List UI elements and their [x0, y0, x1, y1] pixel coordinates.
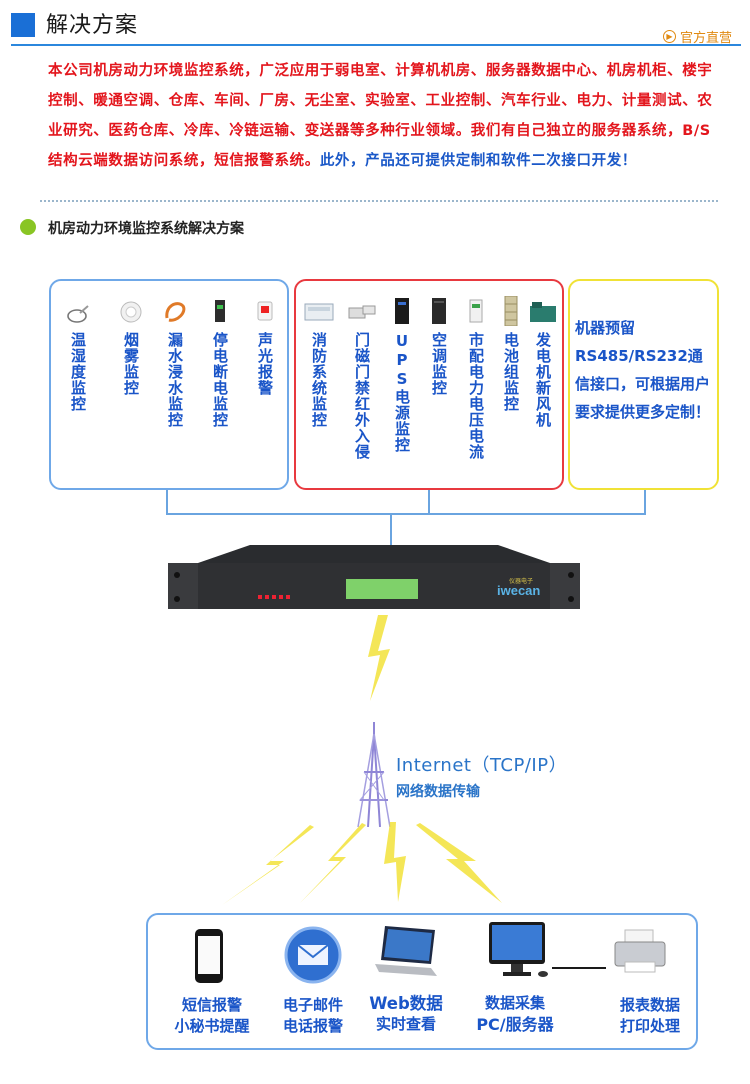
power-meter-icon	[464, 298, 488, 324]
official-store-label: 官方直营	[680, 30, 733, 46]
laptop-icon	[373, 924, 439, 978]
output-line1: 报表数据	[619, 996, 680, 1014]
output-line1: Web数据	[369, 994, 443, 1013]
output-line2: 打印处理	[619, 1017, 680, 1035]
custom-interface-box	[568, 279, 719, 490]
output-sms: 短信报警 小秘书提醒	[162, 995, 262, 1037]
internet-subtitle: 网络数据传输	[396, 784, 480, 800]
lightning-icon	[416, 823, 504, 903]
sensor-item-alarm: 声光报警	[253, 298, 277, 396]
ups-icon	[390, 298, 414, 324]
sensor-label: 市配电力电压电流	[467, 332, 485, 460]
water-leak-cable-icon	[163, 298, 187, 324]
sensor-item-temp-humidity: 温湿度监控	[66, 298, 90, 412]
temperature-probe-icon	[66, 298, 90, 324]
output-line1: 数据采集	[484, 994, 545, 1012]
sensor-label: 漏水浸水监控	[166, 332, 184, 428]
door-contact-icon	[347, 298, 377, 324]
output-email: 电子邮件 电话报警	[263, 995, 363, 1037]
lightning-icon	[300, 823, 366, 903]
device-brand-cn: 仪器电子	[509, 578, 534, 585]
output-box	[146, 913, 698, 1050]
dotted-divider	[40, 200, 718, 202]
output-line2: 实时查看	[375, 1015, 436, 1033]
sensor-item-smoke: 烟雾监控	[119, 298, 143, 396]
sensor-item-door: 门磁门禁红外入侵	[347, 298, 377, 460]
green-bullet-icon	[20, 219, 36, 235]
sensor-box-blue	[49, 279, 289, 490]
output-print: 报表数据 打印处理	[600, 995, 700, 1037]
intro-paragraph: 本公司机房动力环境监控系统，广泛应用于弱电室、计算机机房、服务器数据中心、机房机…	[48, 56, 720, 176]
output-line1: 短信报警	[181, 996, 242, 1014]
output-line2: PC/服务器	[476, 1015, 554, 1034]
sensor-box-red	[294, 279, 564, 490]
connector-line	[428, 490, 430, 514]
lightning-icon	[222, 825, 314, 905]
output-line2: 小秘书提醒	[174, 1017, 250, 1035]
sensor-label: 烟雾监控	[122, 332, 140, 396]
lightning-icon	[364, 615, 394, 701]
connector-line	[552, 967, 606, 969]
sensor-item-ups: UPS电源监控	[390, 298, 414, 453]
sensor-item-fire: 消防系统监控	[304, 298, 334, 428]
official-store-link[interactable]: ▶ 官方直营	[663, 27, 733, 46]
power-failure-sensor-icon	[208, 298, 232, 324]
device-brand: iwecan	[497, 583, 541, 598]
sensor-label: 发电机新风机	[534, 332, 552, 428]
mobile-phone-icon	[194, 928, 224, 984]
connector-line	[166, 513, 646, 515]
sensor-label: 声光报警	[256, 332, 274, 396]
smoke-detector-icon	[119, 298, 143, 324]
sensor-item-aircon: 空调监控	[427, 298, 451, 396]
sensor-item-battery: 电池组监控	[499, 296, 523, 412]
sensor-item-generator: 发电机新风机	[529, 298, 557, 428]
connector-line	[166, 490, 168, 514]
output-pc: 数据采集 PC/服务器	[460, 993, 570, 1035]
sensor-item-power-meter: 市配电力电压电流	[464, 298, 488, 460]
sensor-label: 空调监控	[430, 332, 448, 396]
printer-icon	[611, 928, 669, 974]
connector-line	[390, 513, 392, 545]
sensor-label: UPS电源监控	[393, 332, 411, 453]
output-line2: 电话报警	[282, 1017, 343, 1035]
lightning-icon	[380, 822, 410, 902]
sensor-label: 停电断电监控	[211, 332, 229, 428]
play-circle-icon: ▶	[663, 29, 676, 43]
header-square-icon	[11, 13, 35, 37]
email-icon	[284, 926, 342, 984]
sensor-item-water-leak: 漏水浸水监控	[163, 298, 187, 428]
header-divider	[11, 44, 741, 46]
internet-title: Internet（TCP/IP）	[396, 755, 568, 776]
generator-icon	[529, 298, 557, 324]
air-conditioner-icon	[427, 298, 451, 324]
page-title: 解决方案	[46, 13, 139, 38]
intro-blue-text: 此外，产品还可提供定制和软件二次接口开发！	[319, 153, 637, 169]
desktop-pc-icon	[487, 920, 553, 980]
output-web: Web数据 实时查看	[356, 993, 456, 1035]
radio-tower-icon	[356, 722, 392, 828]
sensor-label: 门磁门禁红外入侵	[353, 332, 371, 460]
alarm-siren-icon	[253, 298, 277, 324]
sensor-label: 消防系统监控	[310, 332, 328, 428]
section-title: 机房动力环境监控系统解决方案	[48, 221, 244, 237]
sensor-label: 电池组监控	[502, 332, 520, 412]
sensor-item-power-failure: 停电断电监控	[208, 298, 232, 428]
connector-line	[644, 490, 646, 514]
intro-red-text: 本公司机房动力环境监控系统，广泛应用于弱电室、计算机机房、服务器数据中心、机房机…	[48, 63, 713, 169]
output-line1: 电子邮件	[282, 996, 343, 1014]
fire-panel-icon	[304, 298, 334, 324]
custom-interface-text: 机器预留RS485/RS232通信接口，可根据用户要求提供更多定制！	[575, 319, 711, 421]
monitoring-host-icon	[168, 543, 580, 611]
sensor-label: 温湿度监控	[69, 332, 87, 412]
battery-rack-icon	[499, 296, 523, 326]
